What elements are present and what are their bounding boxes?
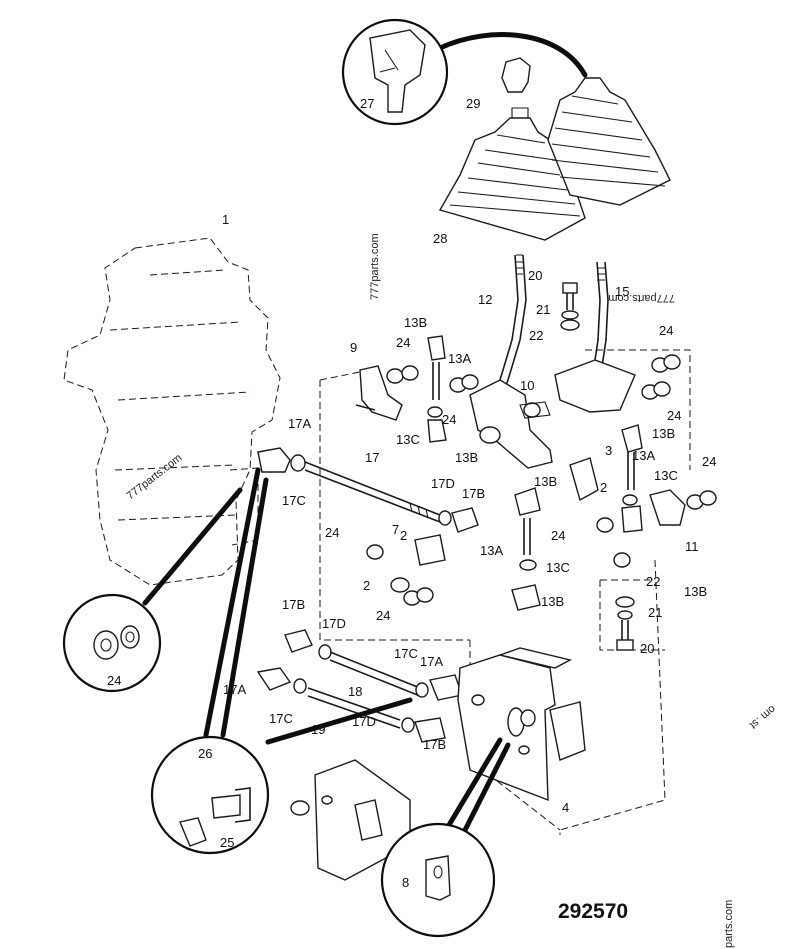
part-label: 24: [702, 454, 716, 469]
part-label: 13B: [541, 594, 564, 609]
part-label: 27: [360, 96, 374, 111]
part-label: 17D: [352, 714, 376, 729]
rod-18: [284, 629, 463, 701]
part-label: 13B: [652, 426, 675, 441]
watermark-1: 777parts.com: [369, 233, 381, 300]
part-label: 24: [376, 608, 390, 623]
part-label: 22: [529, 328, 543, 343]
part-label: 24: [551, 528, 565, 543]
part-label: 24: [659, 323, 673, 338]
part-label: 13A: [632, 448, 655, 463]
part-label: 24: [396, 335, 410, 350]
part-label: 17A: [420, 654, 443, 669]
part-label: 13A: [480, 543, 503, 558]
part-label: 2: [400, 528, 407, 543]
part-label: 29: [466, 96, 480, 111]
part-label: 17: [365, 450, 379, 465]
right-fittings: [569, 354, 717, 568]
part-label: 2: [600, 480, 607, 495]
part-label: 26: [198, 746, 212, 761]
part-label: 17D: [322, 616, 346, 631]
part-label: 13C: [654, 468, 678, 483]
watermark-3: 777parts.com: [608, 292, 675, 304]
part-label: 10: [520, 378, 534, 393]
knob-29: [501, 57, 531, 93]
detail-circle-knob: [341, 18, 588, 126]
pivot-bracket: [469, 359, 636, 469]
part-label: 17B: [282, 597, 305, 612]
part-label: 15: [615, 284, 629, 299]
gaiter-left: [438, 107, 586, 241]
part-label: 1: [222, 212, 229, 227]
part-label: 13B: [404, 315, 427, 330]
part-label: 21: [536, 302, 550, 317]
part-label: 24: [107, 673, 121, 688]
upper-fittings: [355, 335, 479, 443]
rod-17: [257, 447, 479, 533]
part-label: 13B: [684, 584, 707, 599]
part-label: 4: [562, 800, 569, 815]
part-label: 13C: [396, 432, 420, 447]
part-label: 21: [648, 605, 662, 620]
part-label: 3: [605, 443, 612, 458]
part-label: 17B: [423, 737, 446, 752]
detail-circle-clip: [150, 735, 270, 855]
callout-leaders: [142, 467, 511, 843]
part-label: 7: [392, 522, 399, 537]
part-label: 24: [667, 408, 681, 423]
part-label: 17A: [223, 682, 246, 697]
part-label: 22: [646, 574, 660, 589]
part-label: 19: [311, 722, 325, 737]
part-label: 17B: [462, 486, 485, 501]
part-label: 18: [348, 684, 362, 699]
part-label: 24: [442, 412, 456, 427]
detail-circle-nut: [62, 593, 162, 693]
part-label: 20: [528, 268, 542, 283]
part-label: 8: [402, 875, 409, 890]
part-label: 17D: [431, 476, 455, 491]
part-label: 28: [433, 231, 447, 246]
part-label: 25: [220, 835, 234, 850]
part-label: 24: [325, 525, 339, 540]
watermark-5: om .st: [747, 703, 778, 731]
center-fittings: [366, 487, 541, 611]
part-label: 2: [363, 578, 370, 593]
part-label: 13B: [534, 474, 557, 489]
part-label: 13A: [448, 351, 471, 366]
part-label: 20: [640, 641, 654, 656]
part-label: 13B: [455, 450, 478, 465]
gaiter-right: [547, 77, 671, 206]
watermark-2: 777parts.com: [124, 452, 184, 502]
part-label: 13C: [546, 560, 570, 575]
part-label: 17A: [288, 416, 311, 431]
mounting-bracket: [457, 647, 586, 802]
bolt-20-top: [560, 282, 580, 331]
bolt-20-lower: [615, 596, 635, 651]
part-label: 9: [350, 340, 357, 355]
part-label: 12: [478, 292, 492, 307]
part-labels: 12223478910111213A13A13A13B13B13B13B13B1…: [107, 96, 716, 890]
rod-19: [256, 667, 446, 743]
part-label: 17C: [394, 646, 418, 661]
part-label: 17C: [282, 493, 306, 508]
watermark-4: parts.com: [723, 900, 735, 948]
detail-circle-clip-8: [380, 822, 496, 938]
drawing-number: 292570: [558, 900, 628, 923]
part-label: 11: [685, 539, 699, 554]
part-label: 17C: [269, 711, 293, 726]
